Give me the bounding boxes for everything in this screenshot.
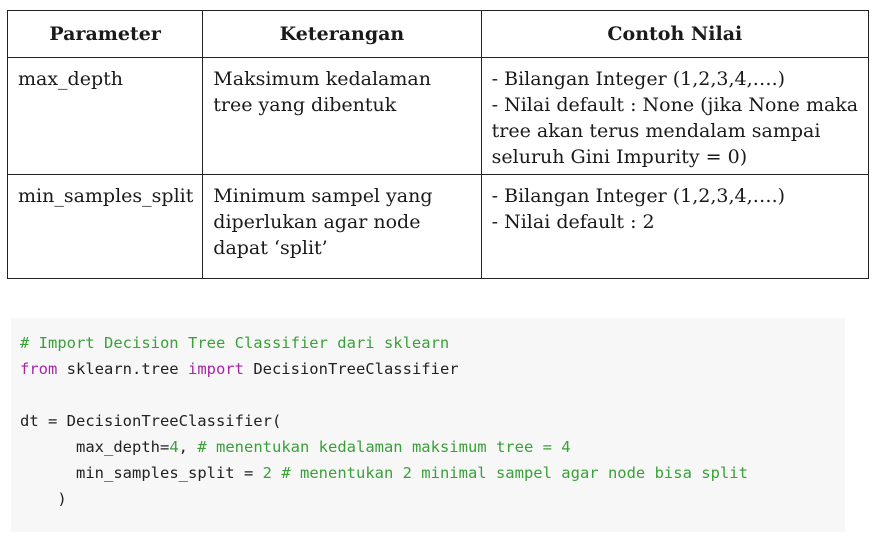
- contoh-line: - Nilai default : None (jika None maka: [491, 94, 859, 116]
- contoh-line: tree akan terus mendalam sampai: [491, 120, 821, 142]
- contoh-line: - Nilai default : 2: [491, 211, 655, 233]
- code-argument: min_samples_split =: [76, 464, 263, 482]
- code-block: # Import Decision Tree Classifier dari s…: [11, 318, 845, 532]
- keterangan-line: Maksimum kedalaman: [213, 68, 431, 90]
- code-module: sklearn.tree: [57, 360, 188, 378]
- cell-contoh-nilai: - Bilangan Integer (1,2,3,4,….) - Nilai …: [480, 57, 870, 175]
- code-line-1: # Import Decision Tree Classifier dari s…: [11, 330, 845, 356]
- code-keyword-import: import: [187, 360, 244, 378]
- header-keterangan: Keterangan: [202, 10, 482, 58]
- code-line-5: max_depth=4, # menentukan kedalaman maks…: [11, 434, 845, 460]
- keterangan-line: tree yang dibentuk: [213, 94, 397, 116]
- code-comment: # menentukan 2 minimal sampel agar node …: [281, 464, 748, 482]
- contoh-line: seluruh Gini Impurity = 0): [491, 146, 748, 168]
- code-class-name: DecisionTreeClassifier: [243, 360, 459, 378]
- table-header-row: Parameter Keterangan Contoh Nilai: [6, 10, 870, 58]
- parameter-name: max_depth: [18, 68, 124, 90]
- code-line-4: dt = DecisionTreeClassifier(: [20, 412, 282, 430]
- table-row: max_depth Maksimum kedalaman tree yang d…: [6, 57, 870, 175]
- code-number: 2: [262, 464, 272, 482]
- parameter-name: min_samples_split: [18, 185, 194, 207]
- keterangan-line: Minimum sampel yang: [213, 185, 433, 207]
- code-line-2: from sklearn.tree import DecisionTreeCla…: [11, 356, 845, 382]
- cell-parameter: min_samples_split: [6, 174, 204, 279]
- cell-keterangan: Maksimum kedalaman tree yang dibentuk: [202, 57, 482, 175]
- cell-keterangan: Minimum sampel yang diperlukan agar node…: [202, 174, 482, 279]
- code-line-7: ): [20, 490, 67, 508]
- keterangan-line: dapat ‘split’: [213, 237, 328, 259]
- contoh-line: - Bilangan Integer (1,2,3,4,….): [491, 68, 786, 90]
- code-indent: [20, 464, 76, 482]
- contoh-line: - Bilangan Integer (1,2,3,4,….): [491, 185, 786, 207]
- cell-parameter: max_depth: [6, 57, 204, 175]
- code-comment: # menentukan kedalaman maksimum tree = 4: [197, 438, 571, 456]
- table-row: min_samples_split Minimum sampel yang di…: [6, 174, 870, 279]
- cell-contoh-nilai: - Bilangan Integer (1,2,3,4,….) - Nilai …: [480, 174, 870, 279]
- header-contoh-nilai: Contoh Nilai: [480, 10, 870, 58]
- code-keyword-from: from: [20, 360, 58, 378]
- code-separator: ,: [178, 438, 198, 456]
- code-comment: # Import Decision Tree Classifier dari s…: [20, 334, 450, 352]
- keterangan-line: diperlukan agar node: [213, 211, 421, 233]
- code-argument: max_depth=: [76, 438, 170, 456]
- code-line-6: min_samples_split = 2 # menentukan 2 min…: [11, 460, 845, 486]
- code-number: 4: [169, 438, 179, 456]
- code-line-3: [11, 382, 845, 408]
- header-parameter: Parameter: [6, 10, 204, 58]
- code-indent: [20, 438, 76, 456]
- code-separator: [272, 464, 281, 482]
- parameter-table: Parameter Keterangan Contoh Nilai max_de…: [6, 10, 870, 279]
